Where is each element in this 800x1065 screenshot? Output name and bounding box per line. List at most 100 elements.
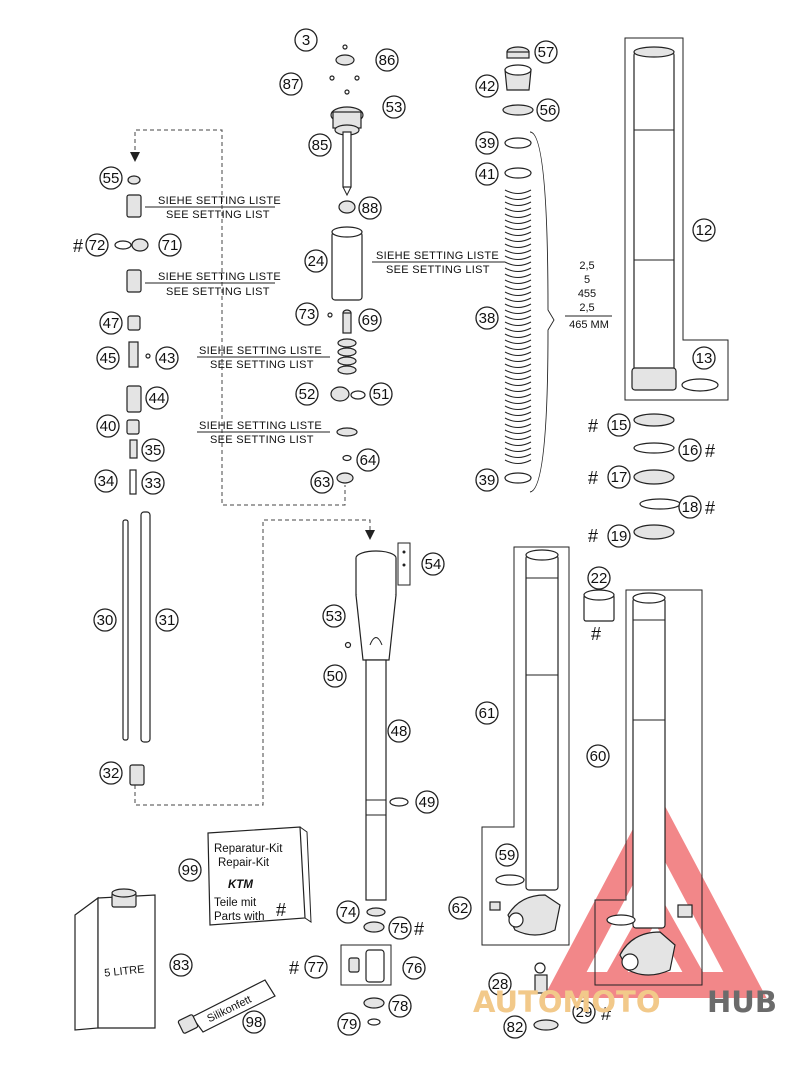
callout-circle	[99, 311, 123, 335]
spring-spec-3: 2,5	[579, 302, 594, 314]
callout-circle	[99, 166, 123, 190]
callout-number: 53	[386, 99, 403, 116]
watermark-text: AUTOMOTO HUB	[473, 985, 777, 1019]
callout-88: 88	[358, 196, 382, 220]
callout-number: 59	[499, 847, 516, 864]
callout-number: 19	[611, 528, 628, 545]
setting-note-4-line1: SIEHE SETTING LISTE	[199, 420, 322, 432]
hash-16: #	[705, 441, 715, 461]
spring-spec: 2,5 5 455 2,5 465 MM	[565, 260, 612, 331]
callout-number: 57	[538, 44, 555, 61]
callout-number: 77	[308, 959, 325, 976]
callout-circle	[141, 471, 165, 495]
callout-82: 82	[503, 1015, 527, 1039]
callout-number: 82	[507, 1019, 524, 1036]
callout-circle	[607, 465, 631, 489]
callout-62: 62	[448, 896, 472, 920]
callout-75: 75	[388, 916, 412, 940]
oil-can	[74, 888, 156, 1031]
callout-44: 44	[145, 386, 169, 410]
callout-78: 78	[388, 994, 412, 1018]
hash-15: #	[588, 416, 598, 436]
callout-circle	[145, 386, 169, 410]
callout-number: 78	[392, 998, 409, 1015]
callout-number: 38	[479, 310, 496, 327]
setting-note-3-line1: SIEHE SETTING LISTE	[199, 345, 322, 357]
setting-note-5: SIEHE SETTING LISTE SEE SETTING LIST	[372, 250, 505, 276]
callout-24: 24	[304, 249, 328, 273]
callout-53b: 53	[322, 604, 346, 628]
callout-circle	[572, 1000, 596, 1024]
callout-circle	[158, 233, 182, 257]
hash-marks: # # # # # # # # # #	[73, 236, 715, 1024]
callout-59: 59	[495, 843, 519, 867]
callout-number: 98	[246, 1014, 263, 1031]
callout-69: 69	[358, 308, 382, 332]
callout-circle	[587, 566, 611, 590]
callout-circle	[336, 900, 360, 924]
callout-55: 55	[99, 166, 123, 190]
callout-circle	[310, 470, 334, 494]
callout-circle	[692, 218, 716, 242]
callout-number: 83	[173, 957, 190, 974]
callout-circle	[178, 858, 202, 882]
callout-circle	[415, 790, 439, 814]
callout-73: 73	[295, 302, 319, 326]
assembly-dashed-lines	[130, 129, 375, 806]
callout-circle	[295, 382, 319, 406]
callout-42: 42	[475, 74, 499, 98]
callout-circle	[387, 719, 411, 743]
callout-number: 42	[479, 78, 496, 95]
callout-83: 83	[169, 953, 193, 977]
callout-circle	[382, 95, 406, 119]
callout-circle	[495, 843, 519, 867]
callout-number: 88	[362, 200, 379, 217]
callout-43: 43	[155, 346, 179, 370]
callout-number: 13	[696, 350, 713, 367]
callout-circle	[358, 308, 382, 332]
callout-52: 52	[295, 382, 319, 406]
callout-circle	[421, 552, 445, 576]
lower-legs	[481, 546, 703, 1031]
hash-17: #	[588, 468, 598, 488]
callout-circle	[141, 438, 165, 462]
callout-number: 76	[406, 960, 423, 977]
callout-74: 74	[336, 900, 360, 924]
callout-number: 41	[479, 166, 496, 183]
watermark-part1: AUTOMOTO	[473, 985, 660, 1019]
callout-number: 31	[159, 612, 176, 629]
callout-45: 45	[96, 346, 120, 370]
callout-54: 54	[421, 552, 445, 576]
callout-circle	[692, 346, 716, 370]
callout-87: 87	[279, 72, 303, 96]
callout-circle	[448, 896, 472, 920]
callout-circle	[375, 48, 399, 72]
callout-circle	[358, 196, 382, 220]
callout-31: 31	[155, 608, 179, 632]
callout-77: 77	[304, 955, 328, 979]
callout-circle	[678, 495, 702, 519]
callout-number: 30	[97, 612, 114, 629]
setting-note-3: SIEHE SETTING LISTE SEE SETTING LIST	[197, 345, 330, 371]
callout-circle	[475, 306, 499, 330]
kit-line3: Teile mit	[214, 897, 257, 909]
callout-29: 29	[572, 1000, 596, 1024]
callout-circle	[85, 233, 109, 257]
setting-note-5-line2: SEE SETTING LIST	[386, 264, 490, 276]
callout-number: 48	[391, 723, 408, 740]
callout-number: 49	[419, 794, 436, 811]
callout-circle	[304, 249, 328, 273]
callout-circle	[475, 74, 499, 98]
callout-34: 34	[94, 469, 118, 493]
setting-note-1: SIEHE SETTING LISTE SEE SETTING LIST	[145, 195, 281, 221]
callout-40: 40	[96, 414, 120, 438]
callout-circle	[356, 448, 380, 472]
callout-3: 3	[294, 28, 318, 52]
callout-circle	[304, 955, 328, 979]
callout-49: 49	[415, 790, 439, 814]
callout-circle	[169, 953, 193, 977]
callout-number: 44	[149, 390, 166, 407]
callout-13: 13	[692, 346, 716, 370]
callout-number: 99	[182, 862, 199, 879]
outer-tube-assembly	[583, 37, 729, 622]
